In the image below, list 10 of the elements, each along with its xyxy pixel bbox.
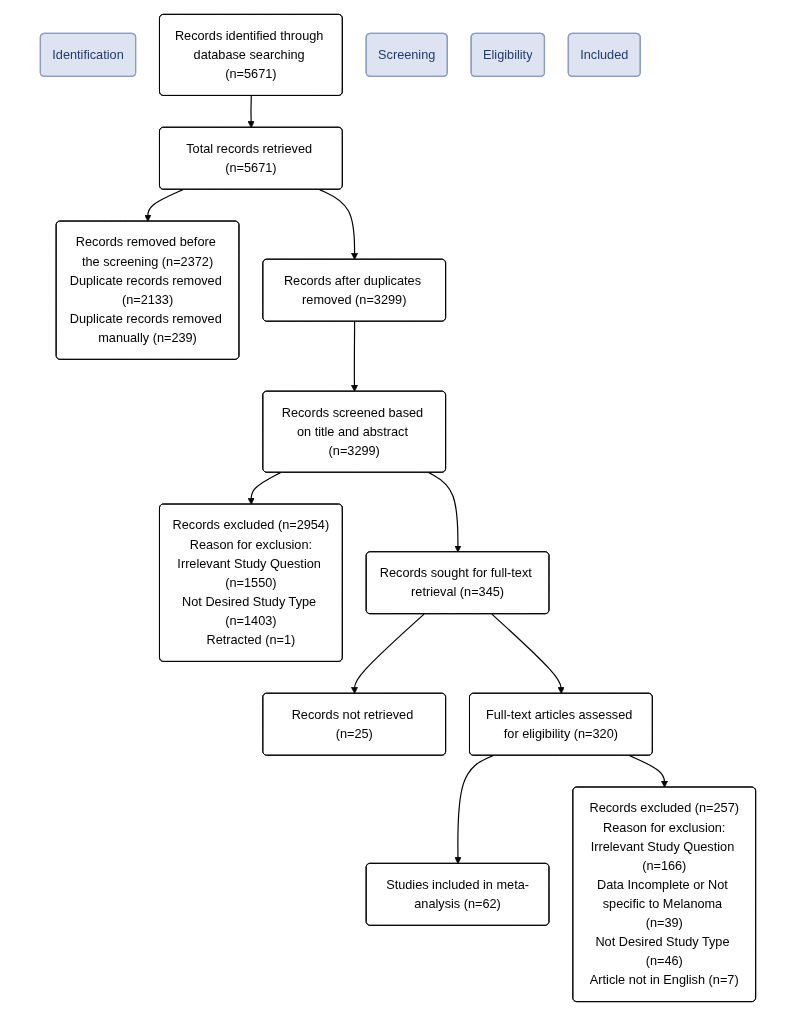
arrow	[144, 189, 184, 222]
arrow	[247, 472, 281, 505]
arrow	[350, 321, 358, 392]
arrow	[350, 613, 425, 694]
arrow	[629, 755, 668, 788]
arrow	[454, 755, 494, 865]
arrow	[247, 95, 255, 128]
arrow	[319, 189, 359, 260]
arrow	[491, 613, 565, 694]
arrow	[428, 472, 462, 553]
